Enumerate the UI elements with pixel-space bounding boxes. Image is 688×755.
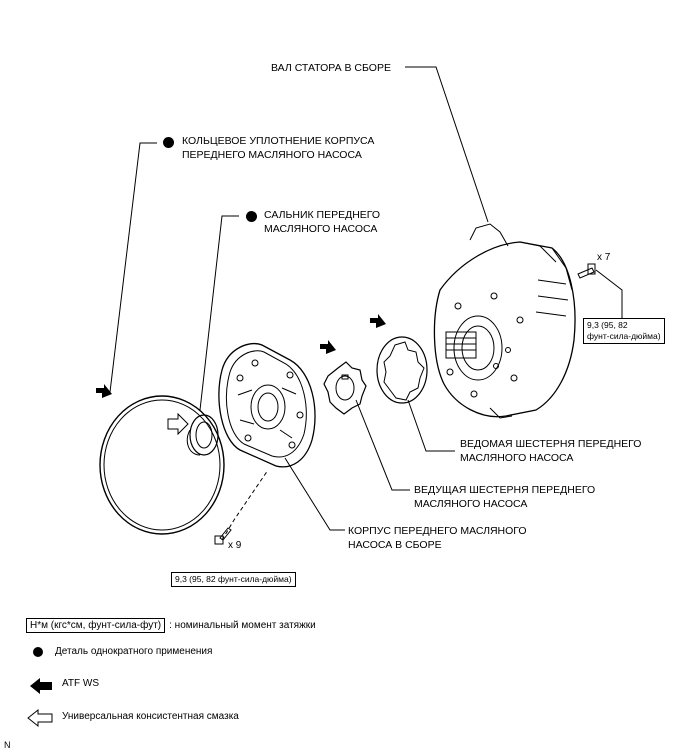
leader-body xyxy=(284,457,345,531)
legend-non-reusable: Деталь однократного применения xyxy=(26,646,212,657)
legend-grease: Универсальная консистентная смазка xyxy=(62,711,239,722)
oil-seal xyxy=(189,414,219,456)
stator-shaft xyxy=(433,223,576,419)
leader-bolt-right xyxy=(595,269,623,319)
legend-atf-text: ATF WS xyxy=(62,678,100,689)
bullet-icon xyxy=(33,646,43,657)
drive-gear-label-line1: ВЕДУЩАЯ ШЕСТЕРНЯ ПЕРЕДНЕГО xyxy=(414,484,596,496)
bolt-right xyxy=(577,263,596,279)
corner-mark: N xyxy=(4,740,11,750)
bolt-left xyxy=(214,527,232,545)
o-ring-label-line2: ПЕРЕДНЕГО МАСЛЯНОГО НАСОСА xyxy=(182,149,362,161)
legend-torque-desc: : номинальный момент затяжки xyxy=(169,620,316,631)
legend-torque: Н*м (кгс*см, фунт-сила-фут) : номинальны… xyxy=(26,618,316,633)
torque-spec-right-line1: 9,3 (95, 82 xyxy=(587,320,628,330)
leader-driven xyxy=(407,399,455,452)
drive-gear xyxy=(323,361,367,415)
atf-arrow-drive-gear xyxy=(320,340,336,354)
bolt-count-left: x 9 xyxy=(228,540,242,551)
pump-body-label-line1: КОРПУС ПЕРЕДНЕГО МАСЛЯНОГО xyxy=(348,525,527,537)
oil-seal-label-line2: МАСЛЯНОГО НАСОСА xyxy=(264,223,378,235)
driven-gear-label-line2: МАСЛЯНОГО НАСОСА xyxy=(460,452,574,464)
o-ring xyxy=(99,395,225,535)
non-reusable-marker xyxy=(246,211,257,222)
leader-stator xyxy=(405,66,489,223)
legend-atf: ATF WS xyxy=(62,678,99,689)
legend-torque-units: Н*м (кгс*см, фунт-сила-фут) xyxy=(26,618,166,633)
leader-oring xyxy=(109,142,157,393)
torque-spec-right-line2: фунт-сила-дюйма) xyxy=(587,331,661,341)
torque-spec-right: 9,3 (95, 82 фунт-сила-дюйма) xyxy=(583,318,665,344)
legend-non-reusable-text: Деталь однократного применения xyxy=(55,646,213,657)
leader-seal xyxy=(199,215,239,411)
atf-arrow-oring xyxy=(96,384,112,398)
bolt-count-right: x 7 xyxy=(597,252,611,263)
o-ring-label-line1: КОЛЬЦЕВОЕ УПЛОТНЕНИЕ КОРПУСА xyxy=(182,135,375,147)
non-reusable-marker xyxy=(163,137,174,148)
driven-gear xyxy=(376,336,428,404)
stator-shaft-spline xyxy=(445,331,477,359)
torque-spec-left: 9,3 (95, 82 фунт-сила-дюйма) xyxy=(171,572,296,587)
leader-bolt-left xyxy=(221,469,269,541)
driven-gear-label-line1: ВЕДОМАЯ ШЕСТЕРНЯ ПЕРЕДНЕГО xyxy=(460,438,642,450)
legend-atf-arrow-icon xyxy=(30,678,52,694)
pump-body-label-line2: НАСОСА В СБОРЕ xyxy=(348,539,442,551)
legend-grease-text: Универсальная консистентная смазка xyxy=(62,711,239,722)
leader-drive xyxy=(355,399,410,491)
atf-arrow-driven-gear xyxy=(370,314,386,328)
legend-grease-arrow-icon xyxy=(27,708,53,728)
grease-arrow-seal xyxy=(167,412,189,436)
pump-body xyxy=(218,343,316,468)
stator-shaft-label: ВАЛ СТАТОРА В СБОРЕ xyxy=(271,62,391,74)
oil-seal-label-line1: САЛЬНИК ПЕРЕДНЕГО xyxy=(264,209,381,221)
drive-gear-label-line2: МАСЛЯНОГО НАСОСА xyxy=(414,498,528,510)
